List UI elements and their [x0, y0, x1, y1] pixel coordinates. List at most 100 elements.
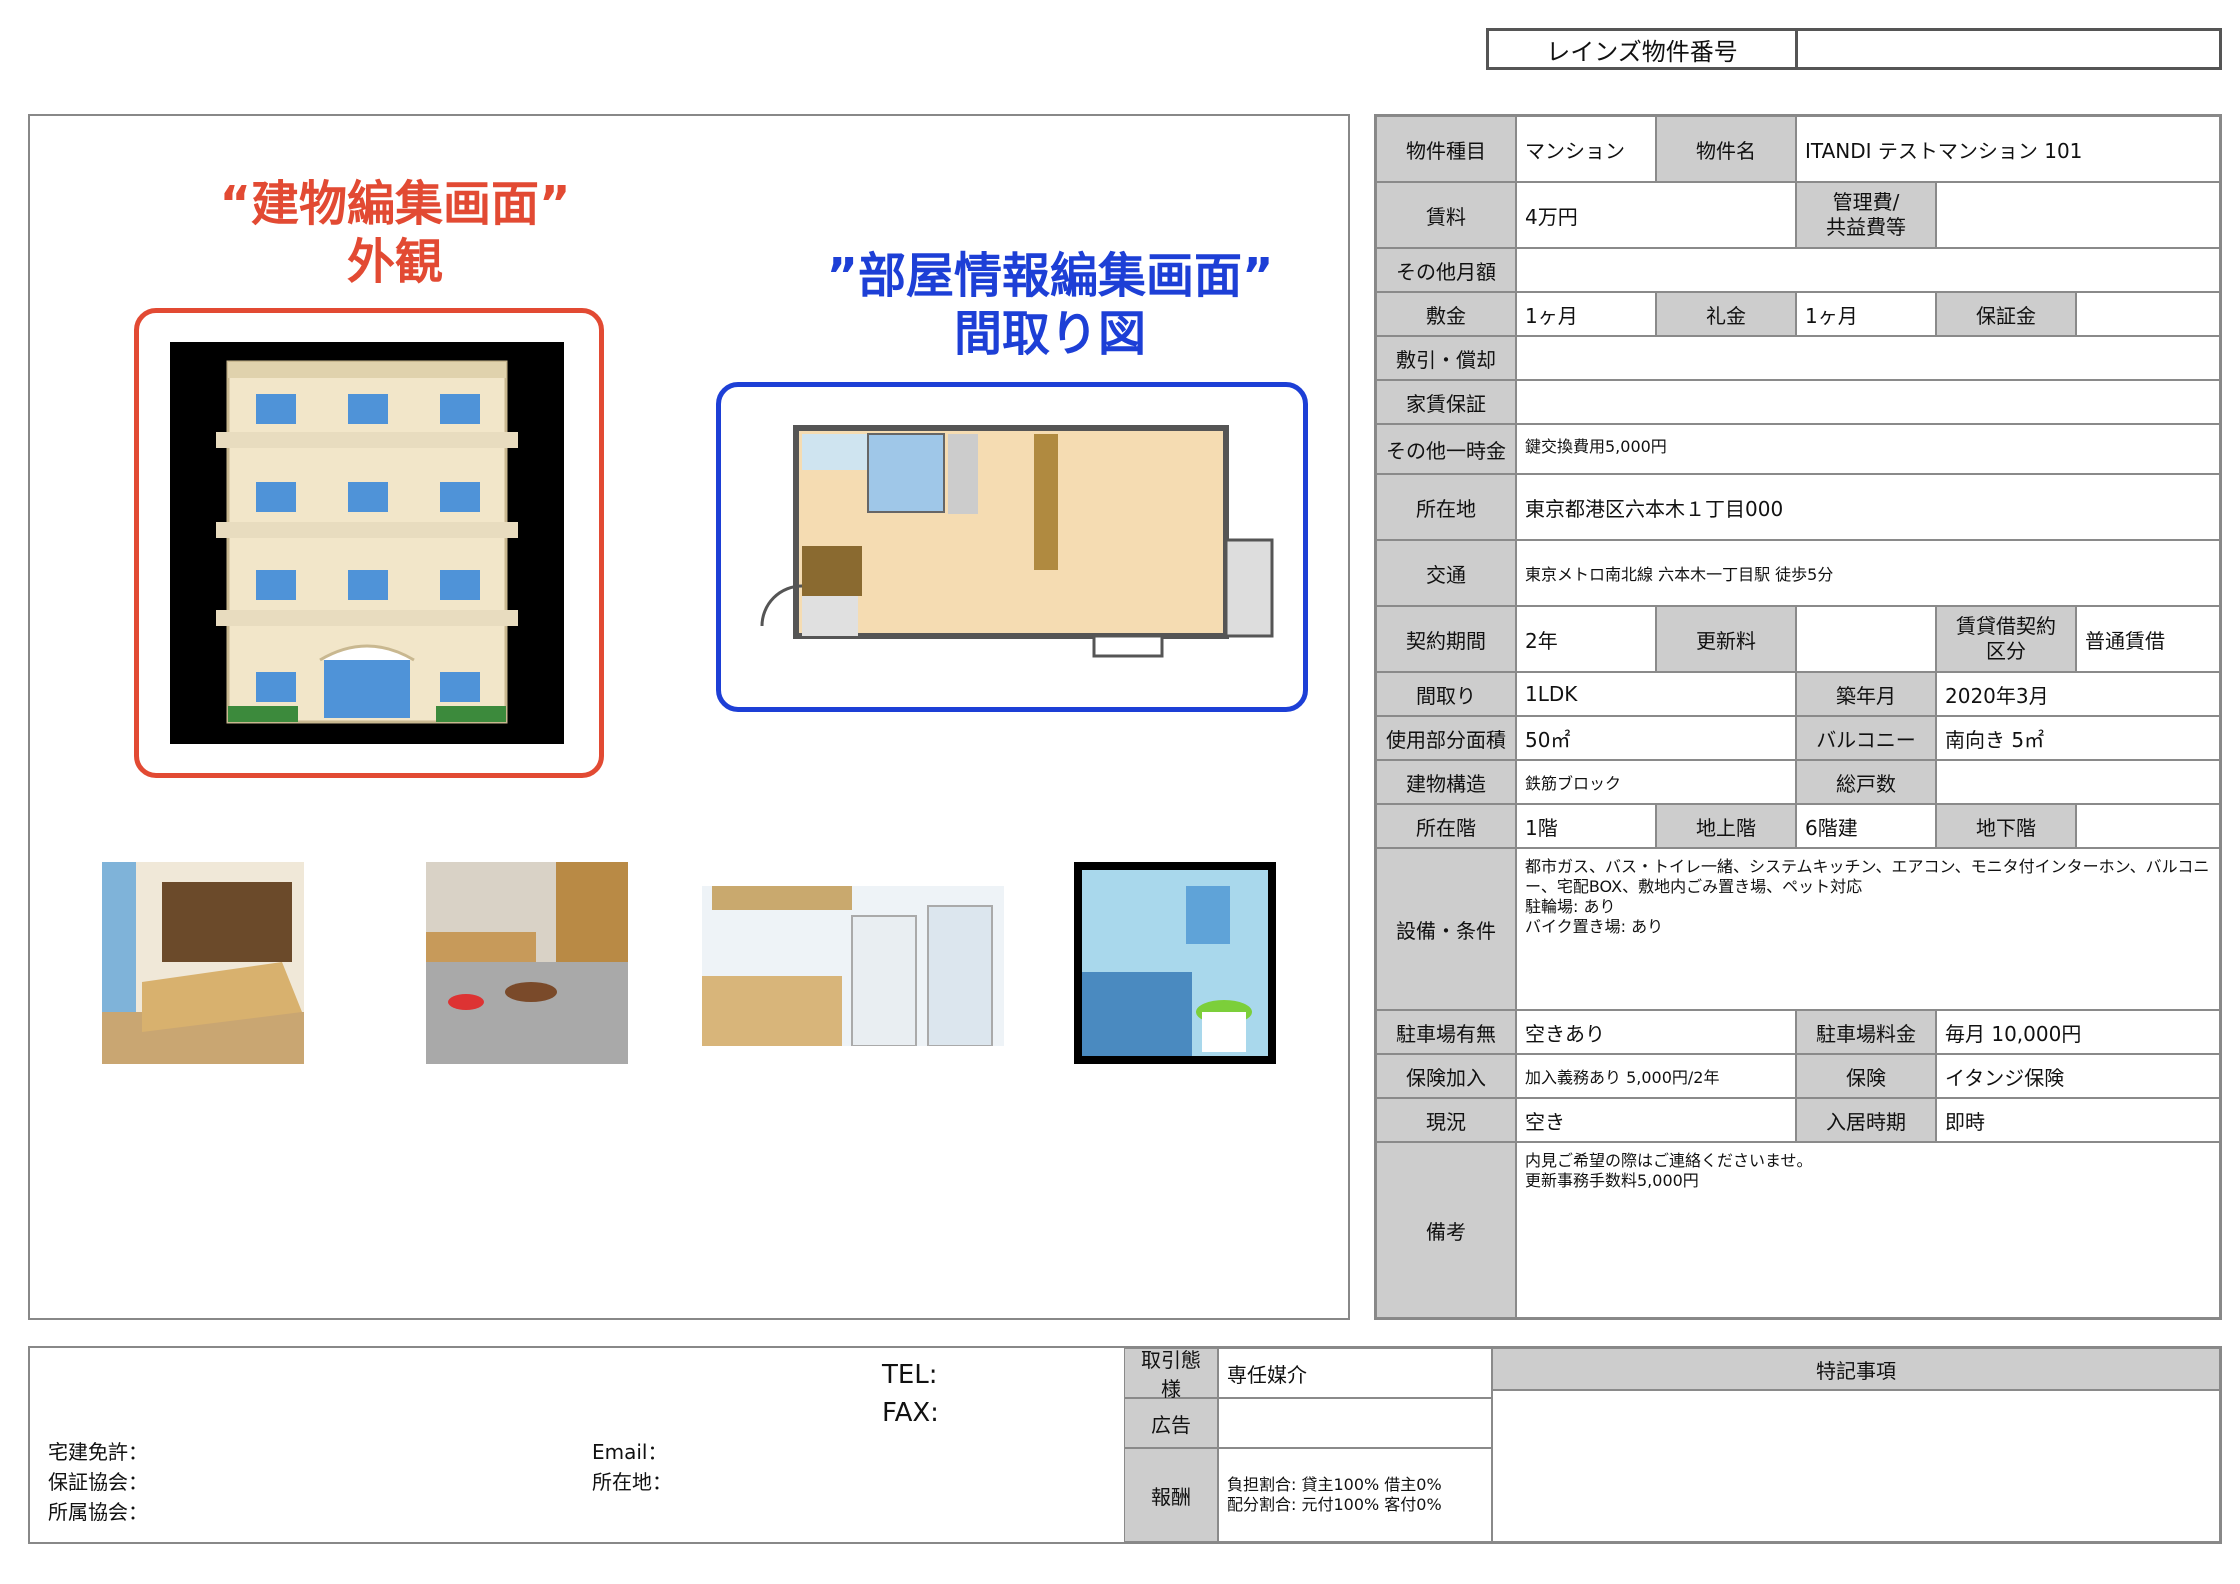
image-panel: “建物編集画面” 外観 ”部屋情報編集画面” 間取り図: [28, 114, 1350, 1320]
reins-number-value: [1798, 31, 2219, 67]
total-units-value: [1936, 760, 2220, 804]
balcony-value: 南向き 5㎡: [1936, 716, 2220, 760]
fee-value: 負担割合: 貸主100% 借主0% 配分割合: 元付100% 客付0%: [1218, 1448, 1492, 1542]
parking-value: 空きあり: [1516, 1010, 1796, 1054]
insurance-company-value: イタンジ保険: [1936, 1054, 2220, 1098]
deal-type-label: 取引態様: [1124, 1348, 1218, 1401]
ad-label: 広告: [1124, 1398, 1218, 1448]
status-value: 空き: [1516, 1098, 1796, 1142]
contract-period-label: 契約期間: [1376, 606, 1516, 672]
built-label: 築年月: [1796, 672, 1936, 716]
building-caption: “建物編集画面” 外観: [180, 176, 610, 291]
type-label: 物件種目: [1376, 116, 1516, 182]
mgmt-fee-value: [1936, 182, 2220, 248]
structure-label: 建物構造: [1376, 760, 1516, 804]
floor-plan-icon: [760, 425, 1274, 658]
floorplan-image-frame[interactable]: [716, 382, 1308, 712]
floor-value: 1階: [1516, 804, 1656, 848]
license-label: 宅建免許：: [48, 1440, 148, 1464]
rent-guarantee-label: 家賃保証: [1376, 380, 1516, 424]
fax-label: FAX:: [882, 1398, 939, 1428]
move-in-label: 入居時期: [1796, 1098, 1936, 1142]
rent-label: 賃料: [1376, 182, 1516, 248]
guarantee-money-value: [2076, 292, 2220, 336]
deposit-label: 敷金: [1376, 292, 1516, 336]
renewal-fee-value: [1796, 606, 1936, 672]
lease-type-label: 賃貸借契約 区分: [1936, 606, 2076, 672]
special-notes-value: [1492, 1390, 2220, 1542]
room-caption-title: ”部屋情報編集画面”: [826, 248, 1274, 304]
remarks-value: 内見ご希望の際はご連絡くださいませ。 更新事務手数料5,000円: [1516, 1142, 2220, 1318]
reins-number-label: レインズ物件番号: [1489, 31, 1798, 67]
parking-label: 駐車場有無: [1376, 1010, 1516, 1054]
parking-fee-label: 駐車場料金: [1796, 1010, 1936, 1054]
other-onetime-value: 鍵交換費用5,000円: [1516, 424, 2220, 474]
other-monthly-value: [1516, 248, 2220, 292]
reins-number-box: レインズ物件番号: [1486, 28, 2222, 70]
tel-label: TEL:: [882, 1360, 938, 1390]
transport-label: 交通: [1376, 540, 1516, 606]
insurance-value: 加入義務あり 5,000円/2年: [1516, 1054, 1796, 1098]
type-value: マンション: [1516, 116, 1656, 182]
fee-label: 報酬: [1124, 1448, 1218, 1542]
bathroom-photo-icon: [1074, 862, 1276, 1064]
name-value: ITANDI テストマンション 101: [1796, 116, 2220, 182]
special-notes-label: 特記事項: [1492, 1348, 2220, 1390]
building-caption-subtitle: 外観: [346, 233, 443, 290]
mgmt-fee-label: 管理費/ 共益費等: [1796, 182, 1936, 248]
building-image-frame[interactable]: [134, 308, 604, 778]
building-caption-title: “建物編集画面”: [219, 176, 571, 232]
layout-label: 間取り: [1376, 672, 1516, 716]
above-ground-label: 地上階: [1656, 804, 1796, 848]
amortization-label: 敷引・償却: [1376, 336, 1516, 380]
floor-label: 所在階: [1376, 804, 1516, 848]
kitchen-photo-icon: [702, 886, 1004, 1046]
area-label: 使用部分面積: [1376, 716, 1516, 760]
deal-type-value: 専任媒介: [1218, 1348, 1492, 1398]
transport-value: 東京メトロ南北線 六本木一丁目駅 徒歩5分: [1516, 540, 2220, 606]
room-caption-subtitle: 間取り図: [953, 305, 1146, 362]
above-ground-value: 6階建: [1796, 804, 1936, 848]
parking-fee-value: 毎月 10,000円: [1936, 1010, 2220, 1054]
equipment-value: 都市ガス、バス・トイレ一緒、システムキッチン、エアコン、モニタ付インターホン、バ…: [1516, 848, 2220, 1010]
renewal-fee-label: 更新料: [1656, 606, 1796, 672]
move-in-value: 即時: [1936, 1098, 2220, 1142]
location-label: 所在地：: [592, 1470, 672, 1494]
name-label: 物件名: [1656, 116, 1796, 182]
agency-footer: TEL: FAX: 宅建免許： 保証協会： 所属協会： Email： 所在地： …: [28, 1346, 2222, 1544]
contract-period-value: 2年: [1516, 606, 1656, 672]
layout-value: 1LDK: [1516, 672, 1796, 716]
deposit-value: 1ヶ月: [1516, 292, 1656, 336]
building-exterior-icon: [170, 342, 564, 744]
structure-value: 鉄筋ブロック: [1516, 760, 1796, 804]
other-onetime-label: その他一時金: [1376, 424, 1516, 474]
total-units-label: 総戸数: [1796, 760, 1936, 804]
room-caption: ”部屋情報編集画面” 間取り図: [750, 248, 1350, 363]
member-assoc-label: 所属協会：: [48, 1500, 148, 1524]
lease-type-value: 普通賃借: [2076, 606, 2220, 672]
ad-value: [1218, 1398, 1492, 1448]
built-value: 2020年3月: [1936, 672, 2220, 716]
key-money-value: 1ヶ月: [1796, 292, 1936, 336]
bedroom-photo-icon: [102, 862, 304, 1064]
property-details-table: 物件種目 マンション 物件名 ITANDI テストマンション 101 賃料 4万…: [1374, 114, 2222, 1320]
address-label: 所在地: [1376, 474, 1516, 540]
insurance-label: 保険加入: [1376, 1054, 1516, 1098]
other-monthly-label: その他月額: [1376, 248, 1516, 292]
insurance-company-label: 保険: [1796, 1054, 1936, 1098]
status-label: 現況: [1376, 1098, 1516, 1142]
rent-guarantee-value: [1516, 380, 2220, 424]
area-value: 50㎡: [1516, 716, 1796, 760]
email-label: Email：: [592, 1440, 668, 1464]
amortization-value: [1516, 336, 2220, 380]
below-ground-value: [2076, 804, 2220, 848]
rent-value: 4万円: [1516, 182, 1796, 248]
balcony-label: バルコニー: [1796, 716, 1936, 760]
equipment-label: 設備・条件: [1376, 848, 1516, 1010]
guarantee-assoc-label: 保証協会：: [48, 1470, 148, 1494]
address-value: 東京都港区六本木１丁目000: [1516, 474, 2220, 540]
entrance-photo-icon: [426, 862, 628, 1064]
key-money-label: 礼金: [1656, 292, 1796, 336]
remarks-label: 備考: [1376, 1142, 1516, 1318]
below-ground-label: 地下階: [1936, 804, 2076, 848]
